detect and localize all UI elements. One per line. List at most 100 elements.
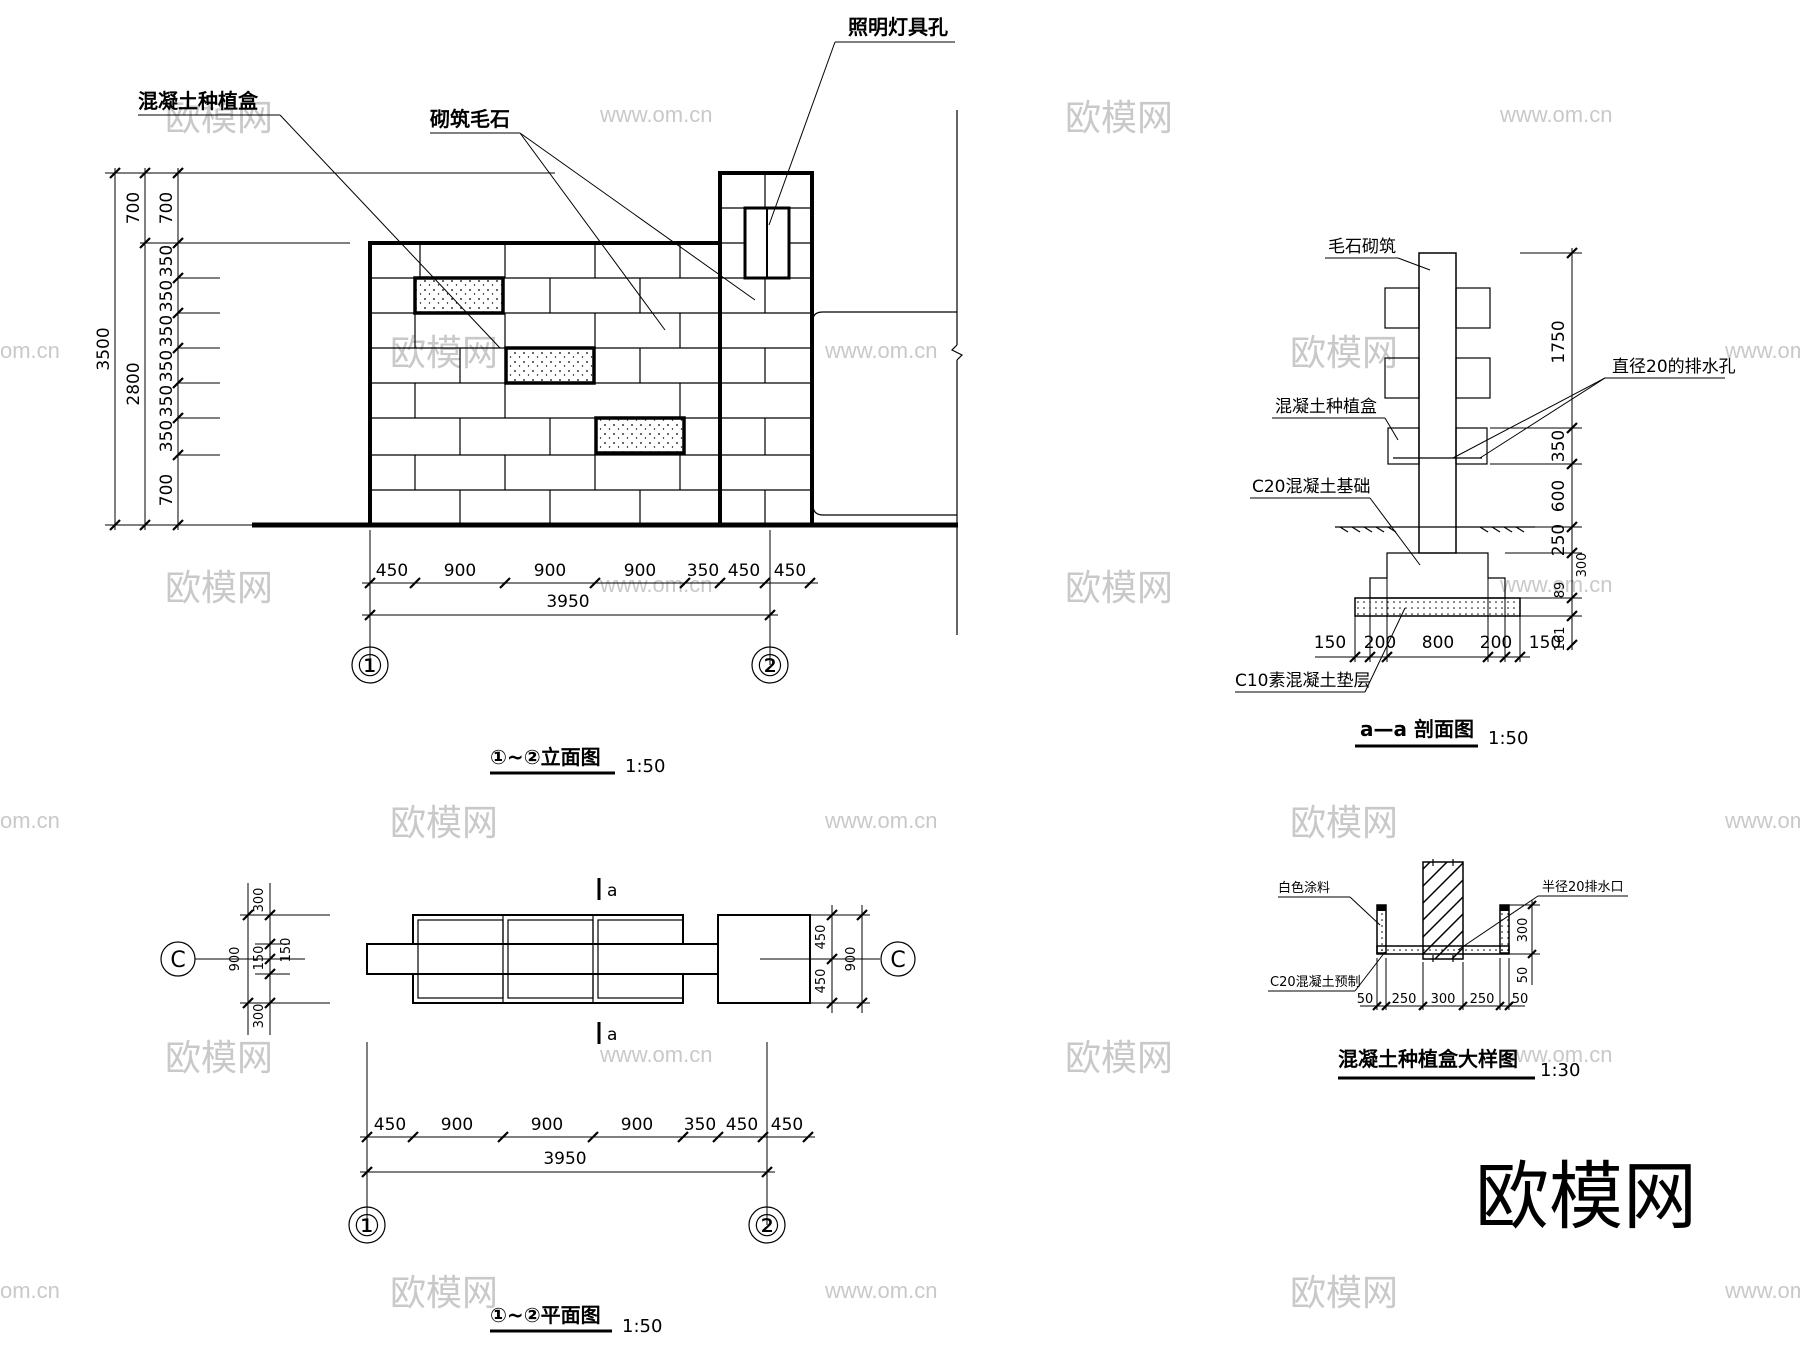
watermark-brand: 欧模网 (1065, 567, 1173, 608)
dim-total-height: 3500 (94, 327, 114, 370)
section-title: a—a 剖面图 (1360, 717, 1474, 741)
plan-scale: 1:50 (622, 1316, 662, 1337)
brand-logo-watermark: 欧模网 (1475, 1154, 1697, 1240)
dim-width: 900 (531, 1115, 563, 1135)
dim-total-width: 3950 (543, 1149, 586, 1169)
dim-course: 350 (157, 245, 177, 277)
elevation-scale: 1:50 (625, 756, 665, 777)
dim-section-height: 600 (1549, 480, 1569, 512)
stone-course (1384, 357, 1420, 399)
dim-plan-segment: 300 (252, 1004, 267, 1029)
watermark-site: www.om.cn (599, 102, 712, 127)
watermark-site: www.om.cn (1724, 1278, 1800, 1303)
dim-course: 350 (157, 385, 177, 417)
section-planter (1387, 427, 1420, 465)
elevation-title: ①~②立面图 (490, 745, 601, 769)
dim-width: 900 (534, 561, 566, 581)
plan-horizontal-dims: 450 900 900 900 350 450 450 3950 (360, 1042, 815, 1225)
label-concrete-planter: 混凝土种植盒 (1275, 397, 1377, 417)
dim-plan-segment: 300 (252, 888, 267, 913)
dim-pillar-cap: 700 (157, 192, 177, 224)
watermark-brand: 欧模网 (165, 567, 273, 608)
dim-course: 350 (157, 350, 177, 382)
dim-section-height: 350 (1549, 430, 1569, 462)
dim-pillar-cap: 700 (124, 192, 144, 224)
dim-width: 450 (726, 1115, 758, 1135)
dim-plan-segment: 150 (279, 938, 294, 963)
axis-label-1: ① (357, 649, 384, 684)
watermark-site: www.om.cn (824, 808, 937, 833)
watermark-site: www.om.cn (1724, 808, 1800, 833)
axis-label-2: ② (757, 649, 784, 684)
dim-width: 350 (684, 1115, 716, 1135)
dim-section-width: 150 (1529, 633, 1561, 653)
dim-detail-width: 300 (1431, 992, 1456, 1007)
watermark-site: om.cn (0, 1278, 60, 1303)
dim-course: 350 (157, 280, 177, 312)
dim-detail-width: 50 (1512, 992, 1529, 1007)
plan-view: a a 900 300 150 150 300 C (160, 878, 916, 1337)
watermark-site: www.om.cn (1499, 1042, 1612, 1067)
section-planter (1455, 427, 1488, 465)
dim-detail-height: 300 (1516, 918, 1531, 943)
stone-column (1418, 252, 1457, 554)
section-view: 1750 350 600 250 300 89 161 150 200 800 (1235, 237, 1736, 749)
break-mark (950, 344, 964, 361)
watermark-site: www.om.cn (1724, 338, 1800, 363)
watermark-brand: 欧模网 (390, 802, 498, 843)
dim-width: 900 (624, 561, 656, 581)
label-stone-masonry: 毛石砌筑 (1328, 237, 1396, 257)
section-scale: 1:50 (1488, 728, 1528, 749)
watermark-brand: 欧模网 (1290, 1272, 1398, 1313)
dim-section-height: 89 (1553, 582, 1568, 599)
watermark-site: www.om.cn (1499, 572, 1612, 597)
stone-course (1455, 357, 1491, 399)
stone-course (1384, 287, 1420, 329)
watermark-brand: 欧模网 (1065, 97, 1173, 138)
c20-foundation (1369, 552, 1506, 599)
dim-section-height: 161 (1553, 627, 1568, 652)
label-concrete-planter: 混凝土种植盒 (138, 89, 259, 113)
watermark-brand: 欧模网 (165, 1037, 273, 1078)
section-right-dims: 1750 350 600 250 300 89 161 (1490, 247, 1590, 652)
axis-label-2: ② (754, 1209, 781, 1244)
dim-plan-segment: 150 (252, 946, 267, 971)
watermark-site: om.cn (0, 338, 60, 363)
plan-planter-band (366, 943, 746, 975)
plan-left-dims: 900 300 150 150 300 (228, 883, 330, 1035)
plan-right-dims: 450 450 900 (810, 905, 870, 1013)
background-panel (812, 311, 957, 321)
dim-course: 350 (157, 420, 177, 452)
watermark-brand: 欧模网 (1065, 1037, 1173, 1078)
dim-detail-width: 250 (1392, 992, 1417, 1007)
label-drain-outlet: 半径20排水口 (1542, 880, 1624, 895)
dim-section-width: 800 (1422, 633, 1454, 653)
watermark-site: www.om.cn (1499, 102, 1612, 127)
watermark-brand: 欧模网 (165, 97, 273, 138)
dim-section-height: 1750 (1549, 320, 1569, 363)
dim-pillar-half: 450 (814, 969, 829, 994)
axis-marker-1 (348, 1206, 386, 1244)
c10-cushion (1354, 597, 1521, 617)
dim-section-height: 250 (1549, 524, 1569, 556)
label-light-fixture-hole: 照明灯具孔 (848, 15, 948, 39)
dim-width: 350 (687, 561, 719, 581)
elevation-vertical-dims: 3500 2800 700 700 350 350 350 350 350 35… (94, 167, 220, 531)
elevation-horizontal-dims: 450 900 900 900 350 450 450 3950 (362, 530, 818, 665)
label-c20-precast: C20混凝土预制 (1270, 974, 1361, 990)
dim-width: 450 (771, 1115, 803, 1135)
elevation-view: 3500 2800 700 700 350 350 350 350 350 35… (94, 15, 964, 777)
dim-course: 350 (157, 315, 177, 347)
dim-width: 900 (621, 1115, 653, 1135)
detail-column (1422, 861, 1464, 960)
section-mark-a: a (607, 1025, 617, 1045)
watermark-site: om.cn (0, 808, 60, 833)
watermark-site: www.om.cn (599, 1042, 712, 1067)
dim-width: 450 (774, 561, 806, 581)
grid-label-c: C (170, 948, 185, 973)
watermark-brand: 欧模网 (1290, 802, 1398, 843)
watermarks: 欧模网 www.om.cn 欧模网 www.om.cn om.cn 欧模网 ww… (0, 97, 1800, 1313)
watermark-site: www.om.cn (824, 1278, 937, 1303)
detail-title: 混凝土种植盒大样图 (1338, 1047, 1518, 1071)
